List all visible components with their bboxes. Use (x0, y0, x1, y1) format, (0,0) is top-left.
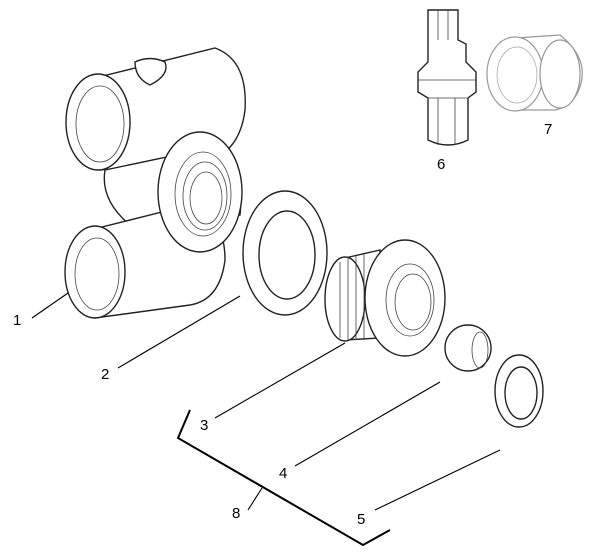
part-7-threaded-ring (486, 34, 583, 112)
part-6-install-tool (417, 9, 477, 146)
callout-2: 2 (101, 366, 110, 383)
leader-4 (294, 381, 441, 467)
leader-3 (214, 342, 346, 419)
leader-1 (31, 292, 69, 319)
callout-4: 4 (279, 465, 288, 482)
leader-5 (374, 449, 501, 511)
part-1-body (64, 47, 246, 319)
leader-8 (247, 487, 263, 511)
part-2-gasket (242, 190, 328, 316)
callout-1: 1 (13, 312, 22, 329)
bracket-8 (176, 409, 391, 547)
leader-2 (117, 295, 241, 369)
callout-6: 6 (437, 156, 446, 173)
part-5-retaining-ring (494, 354, 544, 428)
callout-5: 5 (357, 511, 366, 528)
callout-7: 7 (544, 121, 553, 138)
part-3-wall-fitting (324, 239, 446, 357)
part-4-eyeball (444, 324, 492, 372)
callout-8: 8 (232, 505, 241, 522)
callout-3: 3 (200, 417, 209, 434)
